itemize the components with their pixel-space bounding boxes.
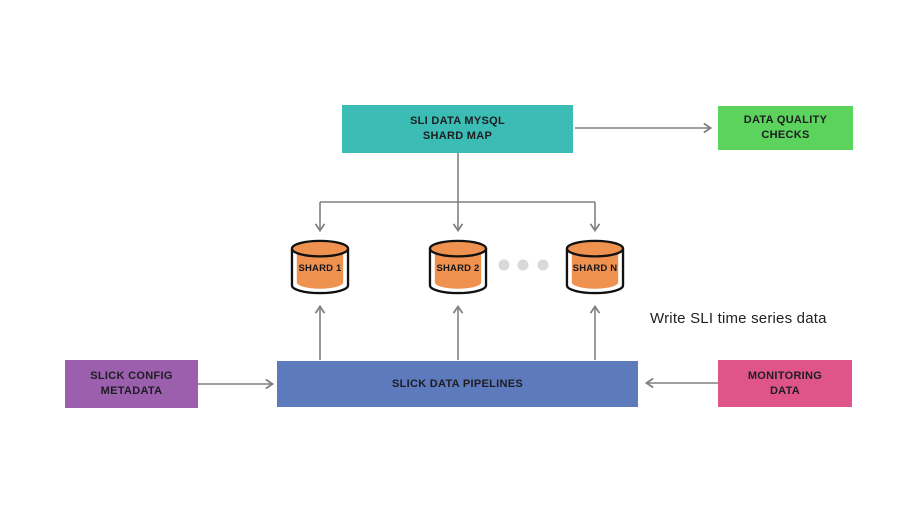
node-sli-data-mysql-shard-map: SLI DATA MYSQL SHARD MAP — [342, 105, 573, 153]
node-label: SHARD MAP — [422, 130, 493, 142]
node-slick-data-pipelines: SLICK DATA PIPELINES — [277, 361, 638, 407]
node-label: SLICK DATA PIPELINES — [391, 377, 524, 390]
database-icon — [565, 239, 625, 295]
node-label: METADATA — [100, 385, 163, 397]
shard-2-database-cylinder: SHARD 2 — [427, 238, 489, 296]
node-label: MONITORING — [747, 369, 823, 382]
write-sli-annotation: Write SLI time series data — [650, 310, 827, 327]
shard-label: SHARD N — [572, 263, 618, 274]
node-monitoring-data: MONITORING DATA — [718, 360, 852, 407]
shard-label: SHARD 1 — [298, 263, 342, 274]
database-icon — [290, 239, 350, 295]
ellipsis-dots — [498, 259, 549, 271]
shard-1-database-cylinder: SHARD 1 — [289, 238, 351, 296]
node-slick-config-metadata: SLICK CONFIG METADATA — [65, 360, 198, 408]
node-data-quality-checks: DATA QUALITY CHECKS — [718, 106, 853, 150]
database-icon — [428, 239, 488, 295]
node-label: DATA — [769, 384, 801, 397]
node-label: DATA QUALITY — [743, 114, 828, 127]
node-label: SLICK CONFIG — [90, 370, 173, 383]
node-label: CHECKS — [761, 129, 810, 141]
shard-label: SHARD 2 — [436, 263, 480, 274]
shard-n-database-cylinder: SHARD N — [564, 238, 626, 296]
node-label: SLI DATA MYSQL — [409, 115, 506, 128]
